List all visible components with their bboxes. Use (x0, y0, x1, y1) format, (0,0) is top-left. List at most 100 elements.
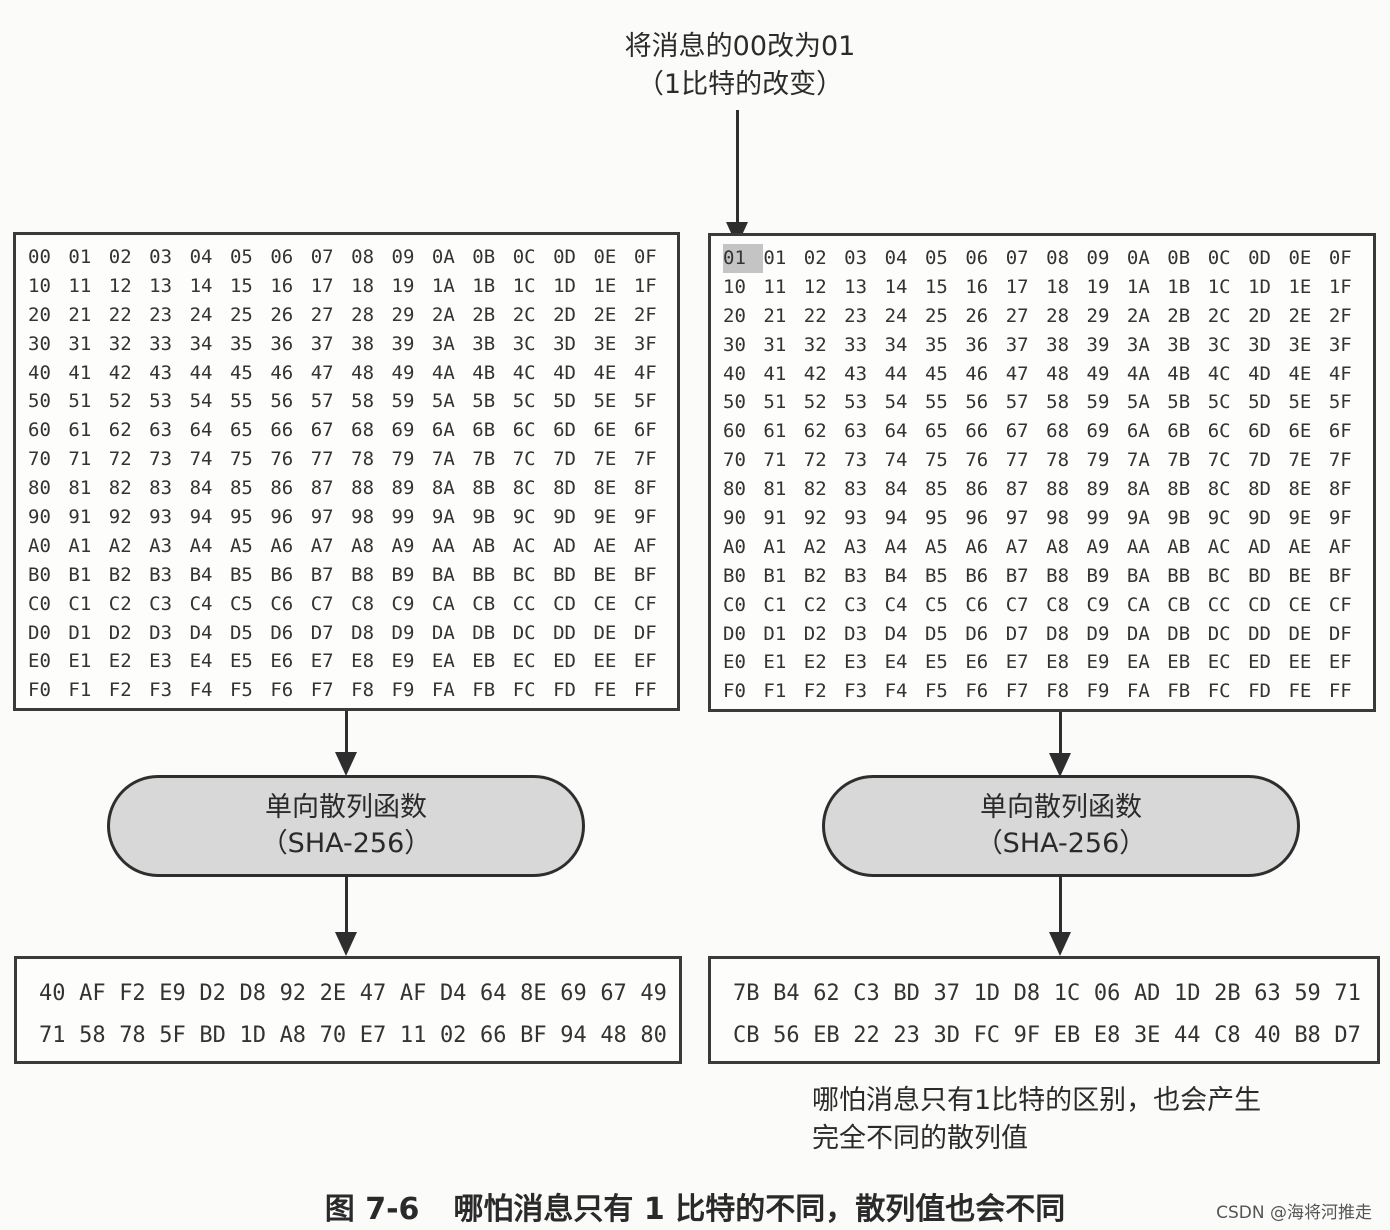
byte-cell: A1 (763, 535, 787, 558)
byte-cell: 30 (28, 332, 51, 355)
byte-cell: 96 (965, 507, 989, 530)
byte-cell: A7 (1005, 535, 1029, 558)
byte-cell: 8B (1167, 478, 1191, 501)
byte-cell: A0 (723, 535, 746, 558)
byte-cell: CF (633, 592, 657, 615)
byte-cell: C6 (965, 593, 989, 616)
byte-cell: 72 (108, 448, 132, 471)
byte-cell: A9 (1086, 535, 1110, 558)
byte-cell: 6E (593, 419, 617, 442)
figure-number: 图 7-6 (324, 1192, 420, 1227)
byte-cell: 3A (431, 332, 455, 355)
hash-byte: BD (893, 981, 920, 1006)
byte-cell: 50 (28, 390, 51, 413)
byte-cell: 78 (1046, 449, 1070, 472)
byte-cell: D9 (1086, 622, 1110, 645)
byte-cell: F3 (149, 679, 173, 702)
byte-cell: 05 (924, 247, 948, 269)
byte-cell: E3 (844, 651, 868, 674)
byte-cell: 04 (884, 247, 908, 269)
byte-cell: 3D (553, 332, 576, 355)
byte-cell: 3F (1328, 333, 1352, 356)
byte-cell: 7E (1288, 449, 1312, 472)
byte-cell: 6D (1248, 420, 1271, 443)
byte-cell: 8E (1288, 478, 1312, 501)
hash-byte: 71 (39, 1023, 66, 1048)
byte-cell: D6 (965, 622, 989, 645)
byte-cell: 03 (149, 246, 173, 268)
byte-cell: D9 (391, 621, 415, 644)
byte-cell: 56 (270, 390, 294, 413)
byte-cell: 66 (965, 420, 989, 443)
hash-byte: A8 (279, 1023, 307, 1048)
byte-cell: 18 (1046, 275, 1070, 298)
byte-cell: CE (593, 592, 617, 615)
byte-cell: 3B (1167, 333, 1191, 356)
byte-cell: 0A (431, 246, 455, 268)
byte-cell: EC (1207, 651, 1231, 674)
byte-cell: 35 (924, 333, 948, 356)
hash-byte: EB (813, 1023, 840, 1048)
byte-cell: FE (593, 679, 617, 702)
byte-cell: 97 (1005, 507, 1029, 530)
byte-cell: DF (1328, 622, 1352, 645)
byte-cell: 22 (803, 304, 827, 327)
byte-cell: 67 (1005, 420, 1029, 443)
byte-cell: 1D (553, 274, 576, 297)
byte-cell: E4 (189, 650, 213, 673)
byte-cell: E8 (351, 650, 375, 673)
byte-cell: 87 (310, 477, 334, 500)
byte-cell: BA (431, 563, 455, 586)
hash-byte: 9F (1013, 1023, 1041, 1048)
hash-byte: E8 (1093, 1023, 1121, 1048)
hash-byte: B8 (1294, 1023, 1321, 1048)
hash-byte: E7 (359, 1023, 387, 1048)
byte-cell: C8 (1046, 593, 1070, 616)
byte-cell: F5 (229, 679, 253, 702)
byte-cell: CA (1126, 593, 1150, 616)
byte-cell: E1 (68, 650, 92, 673)
byte-cell: 41 (763, 362, 787, 385)
hash-byte: 64 (480, 981, 507, 1006)
byte-cell: 91 (763, 507, 787, 530)
byte-cell: 38 (351, 332, 375, 355)
byte-cell: F7 (310, 679, 334, 702)
byte-cell: B3 (844, 564, 868, 587)
byte-cell: 60 (723, 420, 746, 443)
byte-cell: 53 (149, 390, 173, 413)
byte-cell: 52 (108, 390, 132, 413)
byte-cell: E5 (229, 650, 253, 673)
byte-cell: 3C (512, 332, 536, 355)
byte-cell: 9A (431, 506, 455, 529)
byte-cell: 51 (68, 390, 92, 413)
byte-cell: B9 (1086, 564, 1110, 587)
right-arrow-to-digest-head (1049, 932, 1071, 956)
byte-cell: 16 (270, 274, 294, 297)
byte-cell: 44 (884, 362, 908, 385)
hash-byte: 5F (159, 1023, 186, 1048)
byte-cell: A2 (803, 535, 827, 558)
hash-byte: 44 (1174, 1023, 1201, 1048)
byte-cell: AF (633, 534, 657, 557)
watermark: CSDN @海将河推走 (1216, 1203, 1372, 1223)
change-arrow-shaft (736, 110, 739, 226)
byte-cell: C7 (1005, 593, 1029, 616)
hash-byte: D8 (239, 981, 266, 1006)
right-arrow-to-hash-head (1049, 753, 1071, 777)
left-arrow-to-digest-head (335, 932, 357, 956)
byte-cell: 6E (1288, 420, 1312, 443)
byte-cell: 0D (553, 246, 576, 268)
byte-cell: 49 (1086, 362, 1110, 385)
byte-cell: F6 (965, 680, 989, 703)
byte-cell: 73 (844, 449, 868, 472)
byte-cell: 3E (1288, 333, 1312, 356)
byte-cell: A5 (229, 534, 253, 557)
byte-cell: F8 (351, 679, 375, 702)
byte-cell: 46 (965, 362, 989, 385)
byte-cell: D2 (108, 621, 132, 644)
byte-cell: 77 (1005, 449, 1029, 472)
byte-cell: D4 (884, 622, 908, 645)
byte-cell: DB (1167, 622, 1191, 645)
byte-cell: CB (472, 592, 496, 615)
byte-cell: 1E (1288, 275, 1312, 298)
